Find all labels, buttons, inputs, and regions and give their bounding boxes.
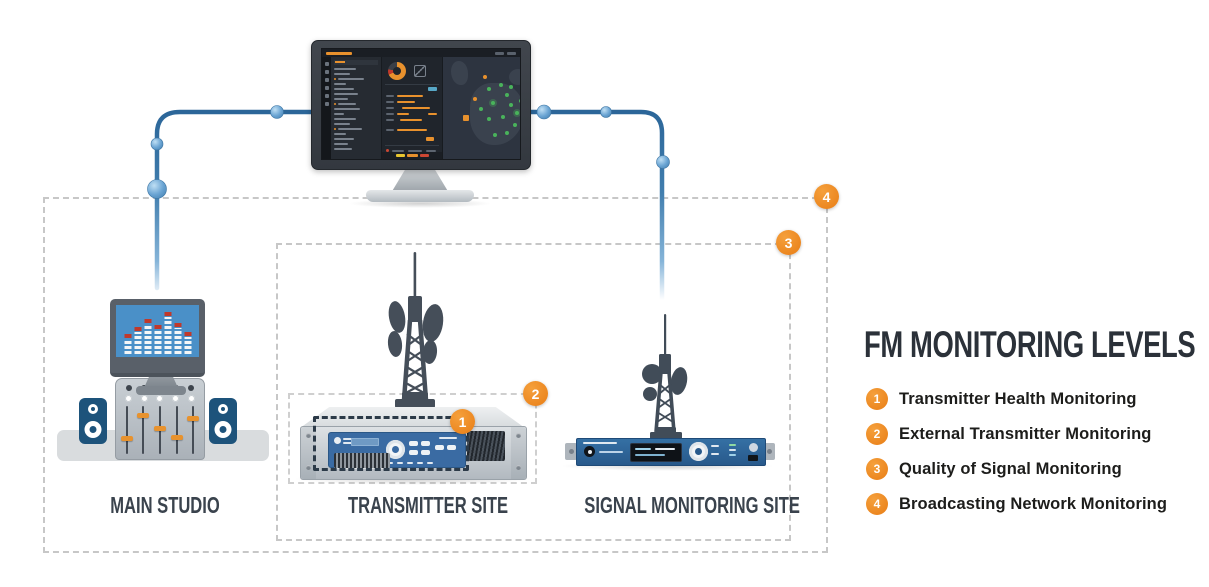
cable-node-dot <box>536 104 552 120</box>
mixer-faders <box>116 406 204 454</box>
page-title: FM MONITORING LEVELS <box>864 324 1196 365</box>
studio-equalizer-screen <box>116 305 199 357</box>
level2-badge: 2 <box>523 381 548 406</box>
signal-rack-ear <box>565 443 577 460</box>
legend-item: 3 Quality of Signal Monitoring <box>866 458 1167 480</box>
map-alert-marker <box>463 115 469 121</box>
probe-headphone-jack <box>584 446 595 457</box>
level4-badge: 4 <box>814 184 839 209</box>
legend-label: Broadcasting Network Monitoring <box>899 494 1168 513</box>
transmitter-rack-unit <box>300 426 527 480</box>
dashboard-map <box>443 57 520 159</box>
monitor-stand-base <box>366 190 474 202</box>
transmitter-fan-vent <box>467 431 505 461</box>
cable-node-dot <box>150 137 164 151</box>
cable-node-dot <box>147 179 167 199</box>
cable-right <box>524 109 665 303</box>
signal-monitoring-probe <box>576 438 766 466</box>
level3-boundary-box <box>276 243 791 541</box>
cable-node-dot <box>600 106 612 118</box>
legend-label: Quality of Signal Monitoring <box>899 459 1122 478</box>
legend-badge-4: 4 <box>866 493 888 515</box>
studio-speaker-right <box>209 398 237 444</box>
signal-rack-shadow <box>560 461 775 471</box>
gauge-icon <box>414 65 426 77</box>
cable-node-dot <box>656 155 670 169</box>
dashboard-icon-rail <box>322 57 331 159</box>
studio-monitor-base <box>136 386 186 395</box>
studio-monitor <box>110 299 205 377</box>
donut-chart-icon <box>388 62 406 80</box>
legend-badge-2: 2 <box>866 423 888 445</box>
legend-item: 2 External Transmitter Monitoring <box>866 423 1167 445</box>
equalizer-bars <box>124 312 191 354</box>
studio-speaker-left <box>79 398 107 444</box>
level1-badge: 1 <box>450 409 475 434</box>
transmitter-vent-grille <box>334 453 390 468</box>
signal-monitoring-tower <box>642 314 688 439</box>
probe-usb-port <box>748 455 758 461</box>
tree-search-box <box>334 60 378 65</box>
transmitter-knob <box>386 440 405 459</box>
dashboard-statusbar <box>382 152 442 159</box>
central-monitoring-computer <box>311 40 531 170</box>
dashboard-brand-logo <box>326 51 352 55</box>
alert-chip <box>426 137 434 141</box>
probe-knob <box>689 442 708 461</box>
site-label-main-studio: MAIN STUDIO <box>110 492 220 518</box>
legend-badge-3: 3 <box>866 458 888 480</box>
site-label-transmitter-site: TRANSMITTER SITE <box>348 492 509 518</box>
transmitter-tower <box>387 252 444 408</box>
probe-logo-icon <box>749 443 758 452</box>
legend-item: 1 Transmitter Health Monitoring <box>866 388 1167 410</box>
level1-boundary-box <box>313 416 469 471</box>
dashboard-topbar <box>322 49 520 57</box>
legend-item: 4 Broadcasting Network Monitoring <box>866 493 1167 515</box>
probe-display <box>630 443 682 462</box>
cable-left <box>154 109 316 291</box>
transmitter-display <box>351 438 379 446</box>
legend-badge-1: 1 <box>866 388 888 410</box>
legend-label: External Transmitter Monitoring <box>899 424 1152 443</box>
dashboard-tree-panel <box>331 57 381 159</box>
level3-badge: 3 <box>776 230 801 255</box>
status-chip <box>428 87 437 91</box>
signal-rack-ear <box>763 443 775 460</box>
monitoring-levels-legend: 1 Transmitter Health Monitoring 2 Extern… <box>866 388 1167 528</box>
dashboard-main-panel <box>381 57 443 159</box>
legend-label: Transmitter Health Monitoring <box>899 389 1137 408</box>
site-label-signal-monitoring-site: SIGNAL MONITORING SITE <box>584 492 800 518</box>
monitor-shadow <box>348 199 492 208</box>
studio-mixing-console <box>115 378 205 460</box>
transmitter-logo-icon <box>334 437 341 444</box>
cable-node-dot <box>270 105 284 119</box>
monitoring-dashboard-screen <box>321 48 521 160</box>
